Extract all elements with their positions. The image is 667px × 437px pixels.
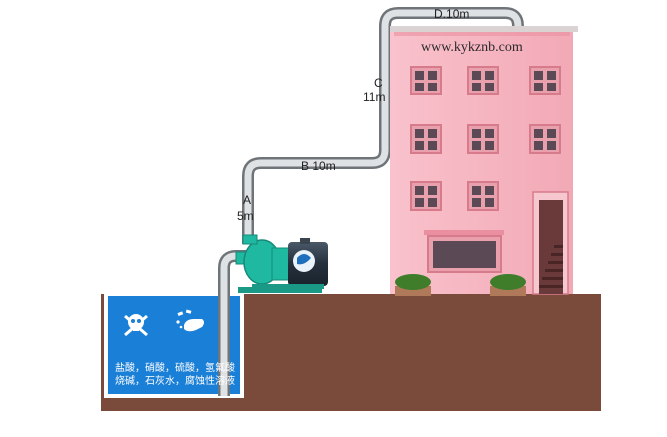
skull-crossbones-icon <box>124 314 148 337</box>
warning-line-1: 盐酸，硝酸，硫酸，氢氟酸 <box>115 363 235 374</box>
segment-c-letter: C <box>374 76 383 90</box>
corrosive-hand-icon <box>176 309 204 332</box>
magnetic-pump <box>235 234 328 293</box>
segment-a-length: 5m <box>237 209 254 223</box>
segment-b-length: 10m <box>312 159 336 173</box>
warning-line-2: 烧碱，石灰水，腐蚀性溶液 <box>115 376 235 387</box>
segment-d-letter: D <box>434 7 443 21</box>
website-label: www.kykznb.com <box>421 40 523 55</box>
segment-a-letter: A <box>243 193 252 207</box>
segment-d-length: 10m <box>446 7 470 21</box>
segment-c-length: 11m <box>363 90 386 104</box>
building <box>390 26 578 296</box>
segment-b-letter: B <box>301 159 310 173</box>
